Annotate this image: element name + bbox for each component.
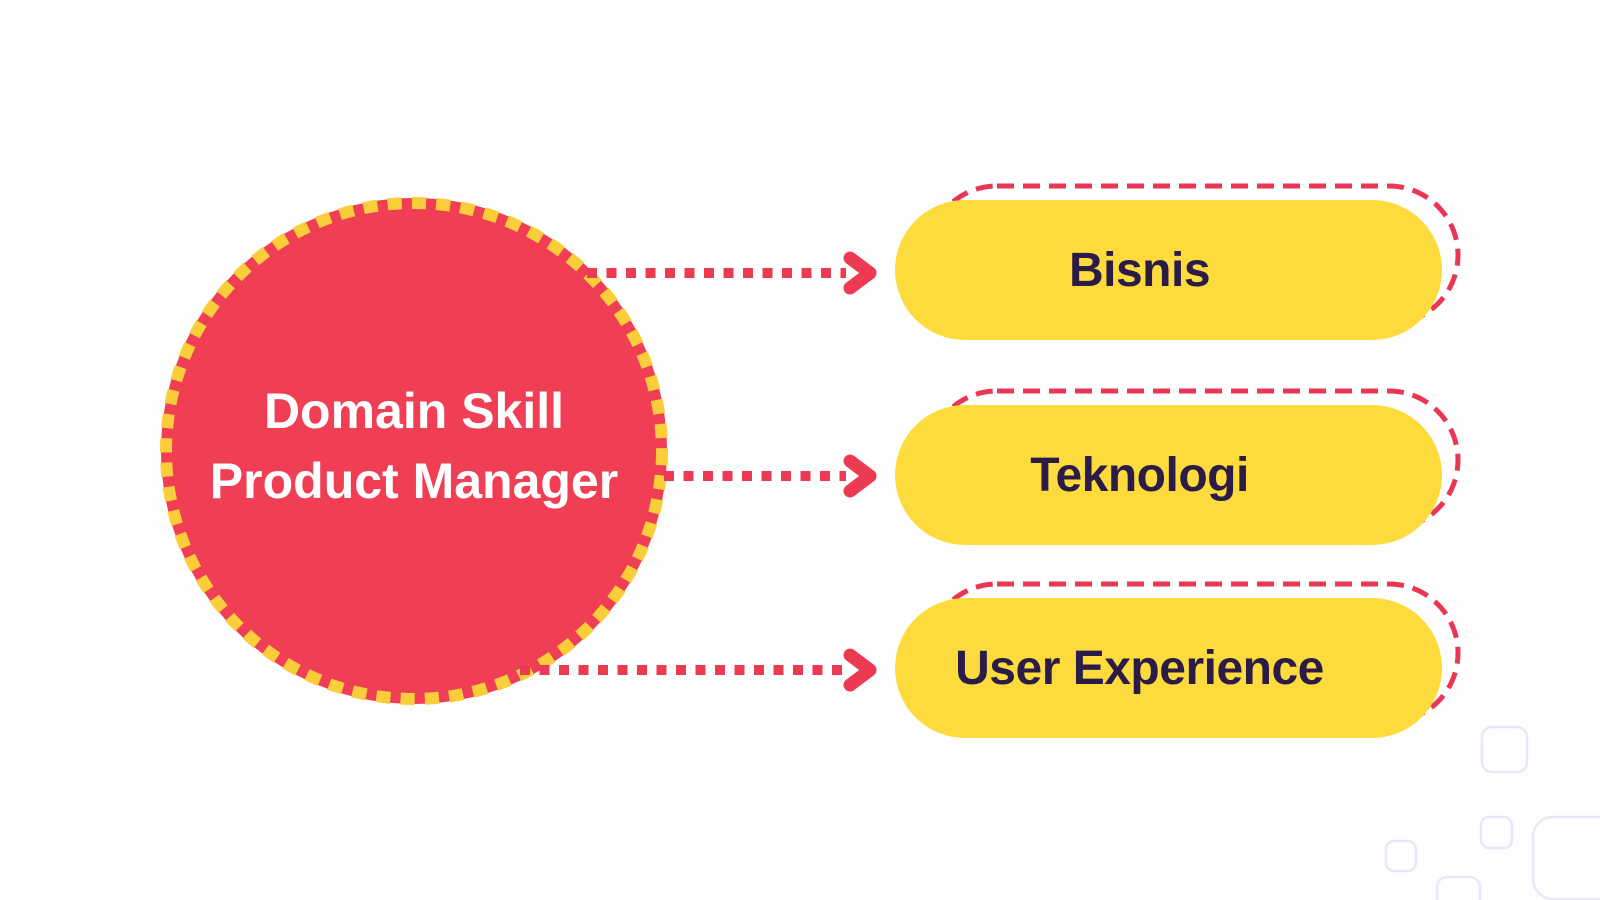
branch-pill-teknologi: Teknologi [895, 405, 1442, 545]
arrow-head-icon [843, 648, 877, 692]
arrow-to-teknologi [664, 454, 877, 498]
branch-pill-user-experience: User Experience [895, 598, 1442, 738]
decor-square [1384, 839, 1418, 873]
branch-label-bisnis: Bisnis [1068, 243, 1211, 297]
decor-square [1435, 875, 1482, 900]
arrow-to-bisnis [587, 251, 877, 295]
center-node-label: Domain Skill Product Manager [114, 376, 714, 516]
center-circle-dashed-border [160, 197, 668, 705]
center-circle-fill [161, 198, 667, 704]
arrow-to-user-experience [520, 648, 877, 692]
decor-square [1480, 725, 1529, 774]
connector-arrows [520, 251, 877, 692]
decor-square [1479, 815, 1514, 850]
arrow-head-icon [843, 454, 877, 498]
decor-squares [1384, 725, 1600, 900]
branch-label-user-experience: User Experience [955, 641, 1324, 695]
branch-label-teknologi: Teknologi [1030, 448, 1249, 502]
center-node-line2: Product Manager [209, 453, 619, 509]
arrow-head-icon [843, 251, 877, 295]
center-node-circle [160, 197, 668, 705]
branch-pill-bisnis: Bisnis [895, 200, 1442, 340]
center-node-line1: Domain Skill [263, 383, 565, 439]
decor-square [1531, 815, 1600, 900]
